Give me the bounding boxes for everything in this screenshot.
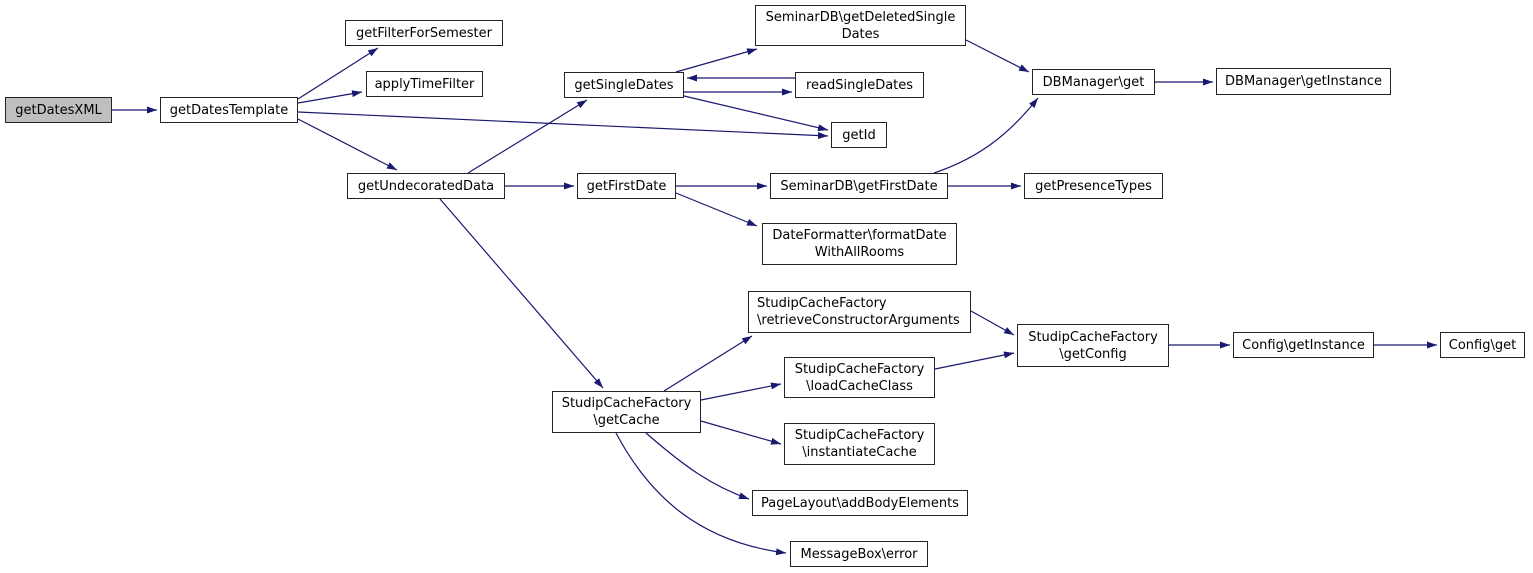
node-config-getinstance[interactable]: Config\getInstance [1233, 332, 1374, 358]
node-readsingledates[interactable]: readSingleDates [795, 72, 924, 98]
node-label: StudipCacheFactory \instantiateCache [794, 428, 925, 460]
node-label: SeminarDB\getFirstDate [780, 178, 938, 194]
node-label: DBManager\getInstance [1225, 74, 1382, 89]
node-studipcachefactory-getcache[interactable]: StudipCacheFactory \getCache [552, 391, 701, 433]
node-label: Config\getInstance [1242, 337, 1365, 353]
edge-getCache-retrieveConstructorArguments [663, 335, 753, 392]
edge-getFirstDate-formatDateWithAllRooms [675, 192, 758, 227]
node-label: getSingleDates [574, 77, 674, 93]
edge-getUndecoratedData-getCache [439, 198, 604, 389]
edge-getCache-instantiateCache [700, 420, 782, 445]
node-dbmanager-getinstance[interactable]: DBManager\getInstance [1216, 68, 1391, 95]
node-messagebox-error[interactable]: MessageBox\error [790, 541, 928, 567]
node-label: DateFormatter\formatDate WithAllRooms [772, 228, 947, 260]
node-getfilterforsemester[interactable]: getFilterForSemester [345, 20, 503, 46]
node-config-get[interactable]: Config\get [1440, 332, 1525, 358]
node-label: getUndecoratedData [357, 178, 495, 194]
node-label: getPresenceTypes [1035, 178, 1152, 194]
edge-retrieveConstructorArguments-getConfig [970, 310, 1015, 336]
node-studipcachefactory-instantiatecache[interactable]: StudipCacheFactory \instantiateCache [784, 423, 935, 465]
node-studipcachefactory-loadcacheclass[interactable]: StudipCacheFactory \loadCacheClass [784, 357, 935, 398]
node-label: getFirstDate [586, 178, 667, 194]
node-pagelayout-addbodyelements[interactable]: PageLayout\addBodyElements [752, 490, 968, 516]
edge-getDatesTemplate-getId [297, 111, 829, 140]
edge-getCache-addBodyElements [645, 432, 750, 500]
node-label: PageLayout\addBodyElements [761, 495, 959, 511]
node-label: MessageBox\error [800, 546, 918, 562]
edge-getDeletedSingleDates-dbManagerGet [965, 39, 1030, 73]
edge-loadCacheClass-getConfig [934, 351, 1015, 370]
node-label: getId [842, 127, 876, 143]
node-getpresencetypes[interactable]: getPresenceTypes [1024, 173, 1163, 199]
node-label: DBManager\get [1042, 74, 1145, 90]
node-seminardb-getdeletedsingledates[interactable]: SeminarDB\getDeletedSingle Dates [755, 5, 966, 46]
node-dateformatter-formatdatewithallrooms[interactable]: DateFormatter\formatDate WithAllRooms [762, 223, 957, 265]
node-studipcachefactory-retrieveconstructorarguments[interactable]: StudipCacheFactory \retrieveConstructorA… [748, 291, 971, 333]
node-label: readSingleDates [805, 77, 914, 93]
node-label: Config\get [1448, 337, 1517, 353]
node-label: getDatesTemplate [169, 102, 289, 118]
node-getfirstdate[interactable]: getFirstDate [577, 173, 676, 199]
node-label: applyTimeFilter [374, 76, 475, 92]
node-studipcachefactory-getconfig[interactable]: StudipCacheFactory \getConfig [1017, 324, 1169, 367]
edge-getUndecoratedData-getSingleDates [467, 99, 588, 174]
node-label: StudipCacheFactory \retrieveConstructorA… [757, 296, 960, 328]
node-getdatestemplate[interactable]: getDatesTemplate [160, 97, 298, 123]
node-getdatesxml: getDatesXML [5, 97, 112, 123]
node-label: getFilterForSemester [356, 25, 492, 41]
edge-getDatesTemplate-applyTimeFilter [297, 90, 363, 104]
node-label: SeminarDB\getDeletedSingle Dates [765, 9, 956, 42]
node-label: StudipCacheFactory \loadCacheClass [794, 361, 925, 394]
node-applytimefilter[interactable]: applyTimeFilter [366, 71, 483, 97]
node-label: getDatesXML [15, 102, 102, 118]
edge-getSingleDates-getId [683, 95, 829, 132]
node-seminardb-getfirstdate[interactable]: SeminarDB\getFirstDate [770, 173, 948, 199]
node-label: StudipCacheFactory \getCache [561, 396, 692, 428]
node-dbmanager-get[interactable]: DBManager\get [1032, 69, 1155, 95]
edge-seminarDbGetFirstDate-dbManagerGet [933, 97, 1039, 174]
edge-getSingleDates-getDeletedSingleDates [675, 48, 758, 73]
node-getid[interactable]: getId [831, 122, 887, 148]
edge-getCache-loadCacheClass [700, 382, 782, 401]
edge-getDatesTemplate-getUndecoratedData [297, 118, 398, 171]
node-label: StudipCacheFactory \getConfig [1028, 329, 1158, 362]
node-getundecorateddata[interactable]: getUndecoratedData [347, 173, 505, 199]
node-getsingledates[interactable]: getSingleDates [564, 72, 684, 98]
